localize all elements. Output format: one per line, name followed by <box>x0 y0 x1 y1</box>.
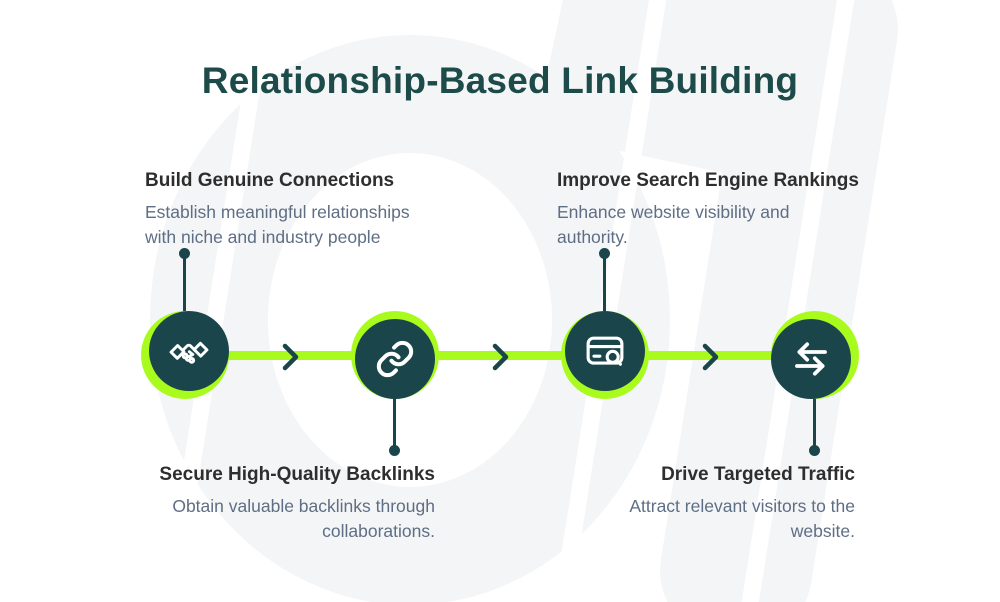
step-label-2: Secure High-Quality Backlinks Obtain val… <box>135 464 435 544</box>
step-title: Build Genuine Connections <box>145 170 395 191</box>
timeline-line <box>185 351 815 360</box>
node-circle <box>355 319 435 399</box>
step-label-3: Improve Search Engine Rankings Enhance w… <box>557 170 859 250</box>
step-description: Attract relevant visitors to the website… <box>629 496 855 541</box>
timeline-node-2 <box>351 311 439 399</box>
connector-dot <box>179 248 190 259</box>
node-circle <box>565 311 645 391</box>
step-description: Obtain valuable backlinks through collab… <box>172 496 435 541</box>
card-search-icon <box>583 329 627 373</box>
chevron-right-icon <box>700 342 721 377</box>
step-label-1: Build Genuine Connections Establish mean… <box>145 170 445 250</box>
connector-line <box>813 394 816 450</box>
chevron-right-icon <box>490 342 511 377</box>
timeline-node-3 <box>561 311 649 399</box>
connector-line <box>393 394 396 450</box>
step-title: Secure High-Quality Backlinks <box>159 464 435 485</box>
chevron-right-icon <box>280 342 301 377</box>
transfer-arrows-icon <box>790 338 832 380</box>
step-description: Establish meaningful relationships with … <box>145 202 410 247</box>
node-circle <box>149 311 229 391</box>
connector-dot <box>389 445 400 456</box>
chain-link-icon <box>374 338 416 380</box>
step-title: Improve Search Engine Rankings <box>557 170 859 191</box>
connector-line <box>603 257 606 319</box>
connector-dot <box>809 445 820 456</box>
connector-dot <box>599 248 610 259</box>
page-title: Relationship-Based Link Building <box>201 60 799 101</box>
connector-line <box>183 257 186 319</box>
timeline-node-4 <box>771 311 859 399</box>
step-description: Enhance website visibility and authority… <box>557 202 790 247</box>
step-title: Drive Targeted Traffic <box>661 464 855 485</box>
node-circle <box>771 319 851 399</box>
step-label-4: Drive Targeted Traffic Attract relevant … <box>575 464 855 544</box>
timeline-node-1 <box>141 311 229 399</box>
handshake-icon <box>167 329 211 373</box>
